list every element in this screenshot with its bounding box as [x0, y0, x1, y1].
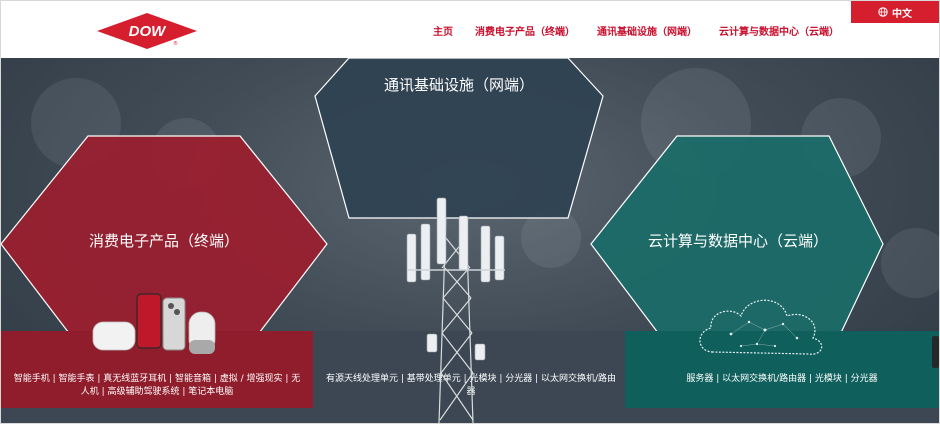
cell-tower-image	[406, 197, 505, 423]
consumer-devices-image	[92, 293, 216, 354]
phone-icon	[162, 297, 186, 351]
cloud-network-image	[699, 299, 823, 355]
cloud-panel: 服务器 | 以太网交换机/路由器 | 光模块 | 分光器	[625, 331, 939, 408]
logo-text: DOW	[129, 23, 168, 40]
hexagon-telecom	[314, 58, 604, 219]
nav-item-consumer-electronics[interactable]: 消费电子产品（终端）	[475, 27, 575, 38]
nav-item-home[interactable]: 主页	[433, 27, 453, 38]
scroll-handle[interactable]	[932, 336, 939, 368]
consumer-hex-title[interactable]: 消费电子产品（终端）	[88, 232, 239, 250]
registered-mark-icon: ®	[173, 40, 178, 47]
vr-headset-icon	[92, 321, 136, 351]
consumer-panel-text: 智能手机 | 智能手表 | 真无线蓝牙耳机 | 智能音箱 | 虚拟 / 增强现实…	[13, 374, 301, 397]
language-button[interactable]: 中文	[851, 1, 939, 23]
nav-item-cloud-datacenter[interactable]: 云计算与数据中心（云端）	[719, 27, 839, 38]
language-label: 中文	[892, 8, 912, 20]
main-nav: 主页 消费电子产品（终端） 通讯基础设施（网端） 云计算与数据中心（云端）	[433, 23, 861, 38]
cloud-panel-text: 服务器 | 以太网交换机/路由器 | 光模块 | 分光器	[686, 374, 878, 384]
phone-icon	[136, 293, 162, 349]
cloud-hex-title[interactable]: 云计算与数据中心（云端）	[647, 232, 828, 250]
site-header: DOW ® 主页 消费电子产品（终端） 通讯基础设施（网端） 云计算与数据中心（…	[1, 1, 939, 58]
telecom-hex-title[interactable]: 通讯基础设施（网端）	[383, 76, 534, 94]
nav-item-telecom-infrastructure[interactable]: 通讯基础设施（网端）	[597, 27, 697, 38]
hexagon-graphics	[1, 58, 884, 359]
bokeh-light	[881, 228, 939, 298]
globe-icon	[878, 7, 888, 17]
dow-logo[interactable]: DOW ®	[95, 11, 199, 51]
hero-section: 智能手机 | 智能手表 | 真无线蓝牙耳机 | 智能音箱 | 虚拟 / 增强现实…	[1, 58, 939, 423]
